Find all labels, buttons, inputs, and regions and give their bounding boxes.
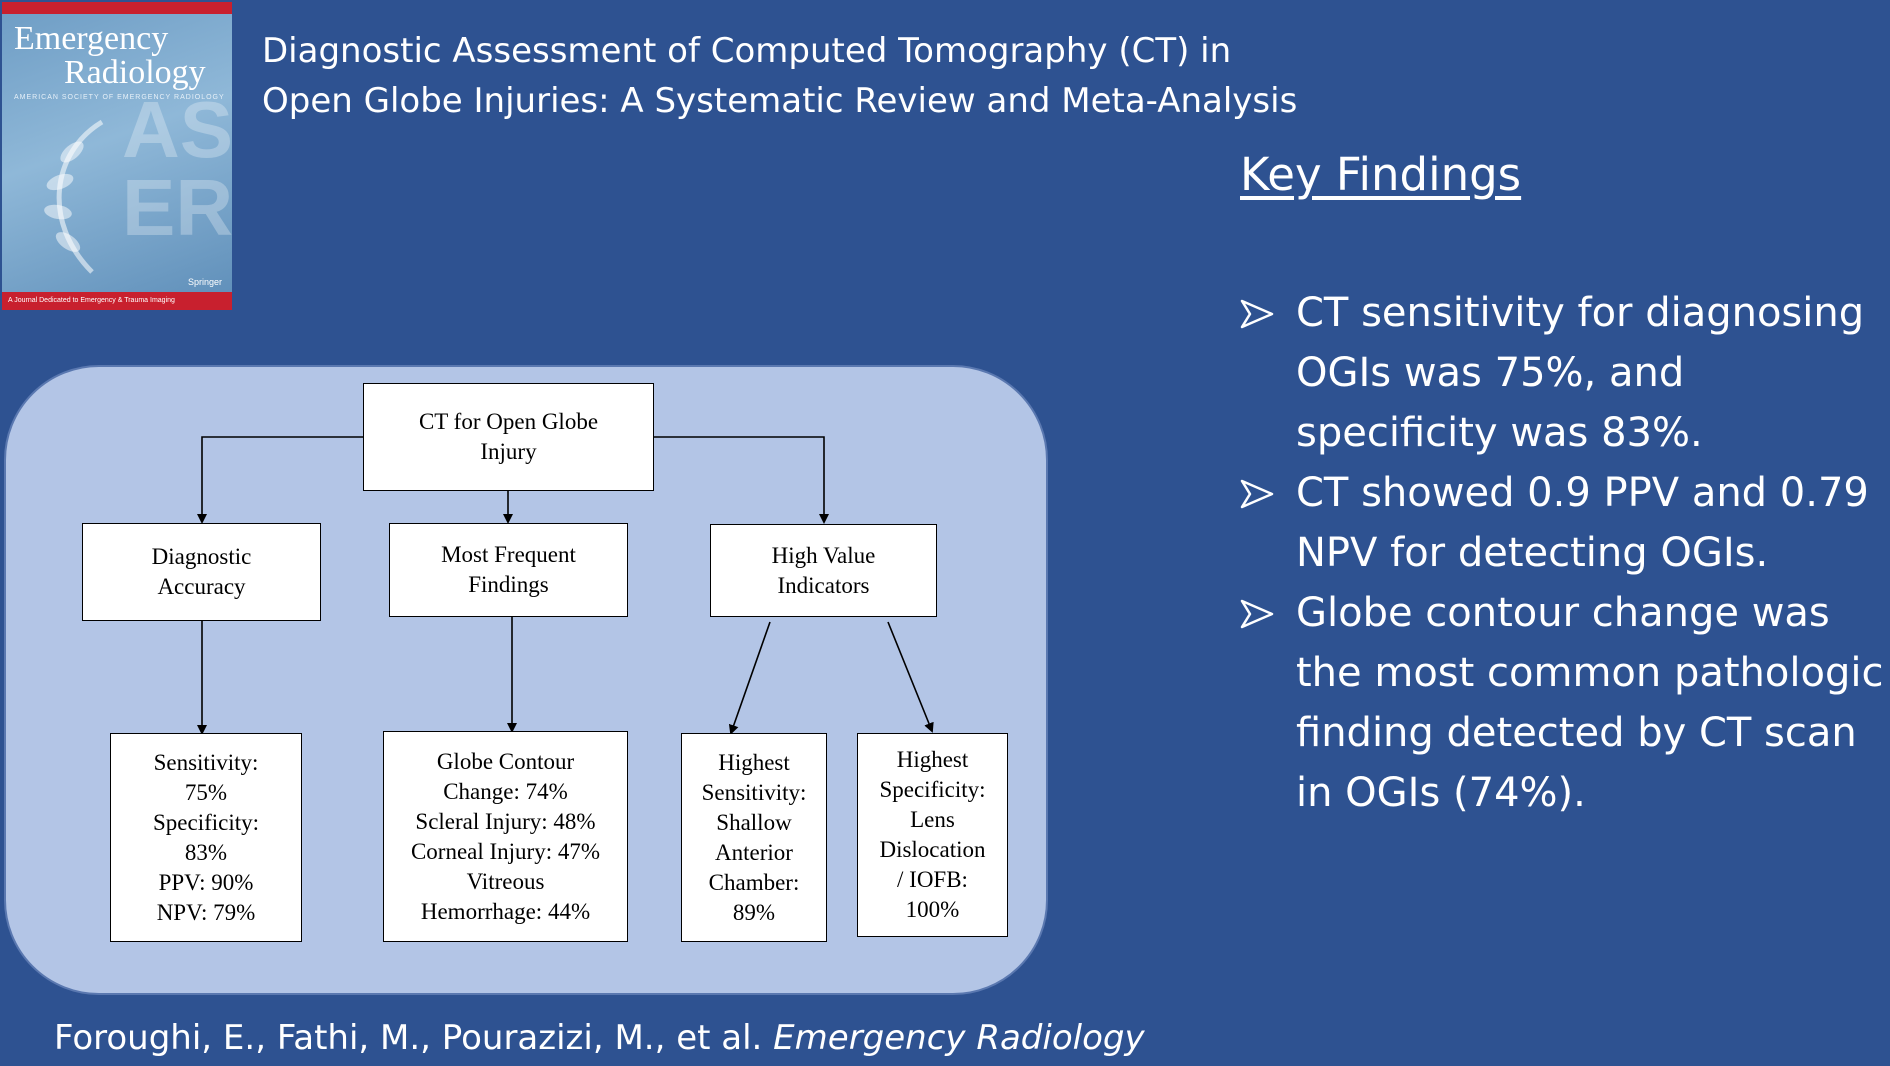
citation-journal: Emergency Radiology (773, 1018, 1145, 1058)
diagram-highest-specificity-box: Highest Specificity: Lens Dislocation / … (857, 733, 1008, 937)
laurel-wreath-icon (44, 119, 104, 274)
key-finding-text: Globe contour change was the most common… (1296, 590, 1884, 816)
arrow-bullet-icon (1240, 299, 1274, 329)
cover-watermark-letters: AS (122, 85, 232, 174)
cover-journal-name-line1: Emergency (14, 20, 169, 57)
diagram-indicators-box: High Value Indicators (710, 524, 937, 617)
diagram-frequent-findings-text: Globe Contour Change: 74% Scleral Injury… (410, 748, 601, 924)
cover-society-text: AMERICAN SOCIETY OF EMERGENCY RADIOLOGY (14, 94, 225, 101)
diagram-findings-box: Most Frequent Findings (389, 523, 628, 617)
diagram-indicators-label: High Value Indicators (771, 542, 876, 598)
key-finding-text: CT sensitivity for diagnosing OGIs was 7… (1296, 290, 1865, 456)
key-finding-item: CT sensitivity for diagnosing OGIs was 7… (1240, 283, 1890, 463)
slide-title-line1: Diagnostic Assessment of Computed Tomogr… (262, 31, 1232, 71)
citation-authors: Foroughi, E., Fathi, M., Pourazizi, M., … (54, 1018, 774, 1058)
key-finding-item: CT showed 0.9 PPV and 0.79 NPV for detec… (1240, 463, 1890, 583)
cover-top-bar (2, 2, 232, 14)
slide-title: Diagnostic Assessment of Computed Tomogr… (262, 26, 1362, 126)
cover-journal-name-line2: Radiology (64, 54, 206, 91)
key-finding-text: CT showed 0.9 PPV and 0.79 NPV for detec… (1296, 470, 1869, 576)
connector-root-to-accuracy (197, 436, 363, 524)
diagram-root-label: CT for Open Globe Injury (418, 409, 599, 464)
cover-bottom-text: A Journal Dedicated to Emergency & Traum… (8, 297, 175, 304)
diagram-accuracy-label: Diagnostic Accuracy (151, 544, 252, 599)
connector-root-to-indicators (654, 436, 829, 524)
diagram-accuracy-metrics-text: Sensitivity: 75% Specificity: 83% PPV: 9… (152, 749, 260, 925)
diagram-frequent-findings-box: Globe Contour Change: 74% Scleral Injury… (383, 731, 628, 942)
key-finding-item: Globe contour change was the most common… (1240, 583, 1890, 823)
cover-watermark-letters: ER (122, 163, 232, 252)
diagram-highest-specificity-text: Highest Specificity: Lens Dislocation / … (879, 747, 986, 922)
connector-indicators-to-specificity (887, 621, 934, 733)
diagram-highest-sensitivity-text: Highest Sensitivity: Shallow Anterior Ch… (701, 749, 807, 925)
diagram-root-box: CT for Open Globe Injury (363, 383, 654, 491)
diagram-highest-sensitivity-box: Highest Sensitivity: Shallow Anterior Ch… (681, 733, 827, 942)
key-findings-list: CT sensitivity for diagnosing OGIs was 7… (1240, 283, 1890, 823)
arrow-bullet-icon (1240, 599, 1274, 629)
arrow-bullet-icon (1240, 479, 1274, 509)
diagram-accuracy-metrics-box: Sensitivity: 75% Specificity: 83% PPV: 9… (110, 733, 302, 942)
cover-publisher-logo: Springer (188, 277, 223, 287)
diagram-findings-label: Most Frequent Findings (441, 542, 576, 597)
slide-title-line2: Open Globe Injuries: A Systematic Review… (262, 81, 1298, 121)
journal-cover-image: Emergency Radiology AMERICAN SOCIETY OF … (2, 2, 232, 310)
cover-bottom-bar: A Journal Dedicated to Emergency & Traum… (2, 292, 232, 310)
connector-indicators-to-sensitivity (728, 621, 771, 735)
key-findings-heading: Key Findings (1240, 148, 1522, 201)
diagram-accuracy-box: Diagnostic Accuracy (82, 523, 321, 621)
citation: Foroughi, E., Fathi, M., Pourazizi, M., … (54, 1018, 1145, 1058)
